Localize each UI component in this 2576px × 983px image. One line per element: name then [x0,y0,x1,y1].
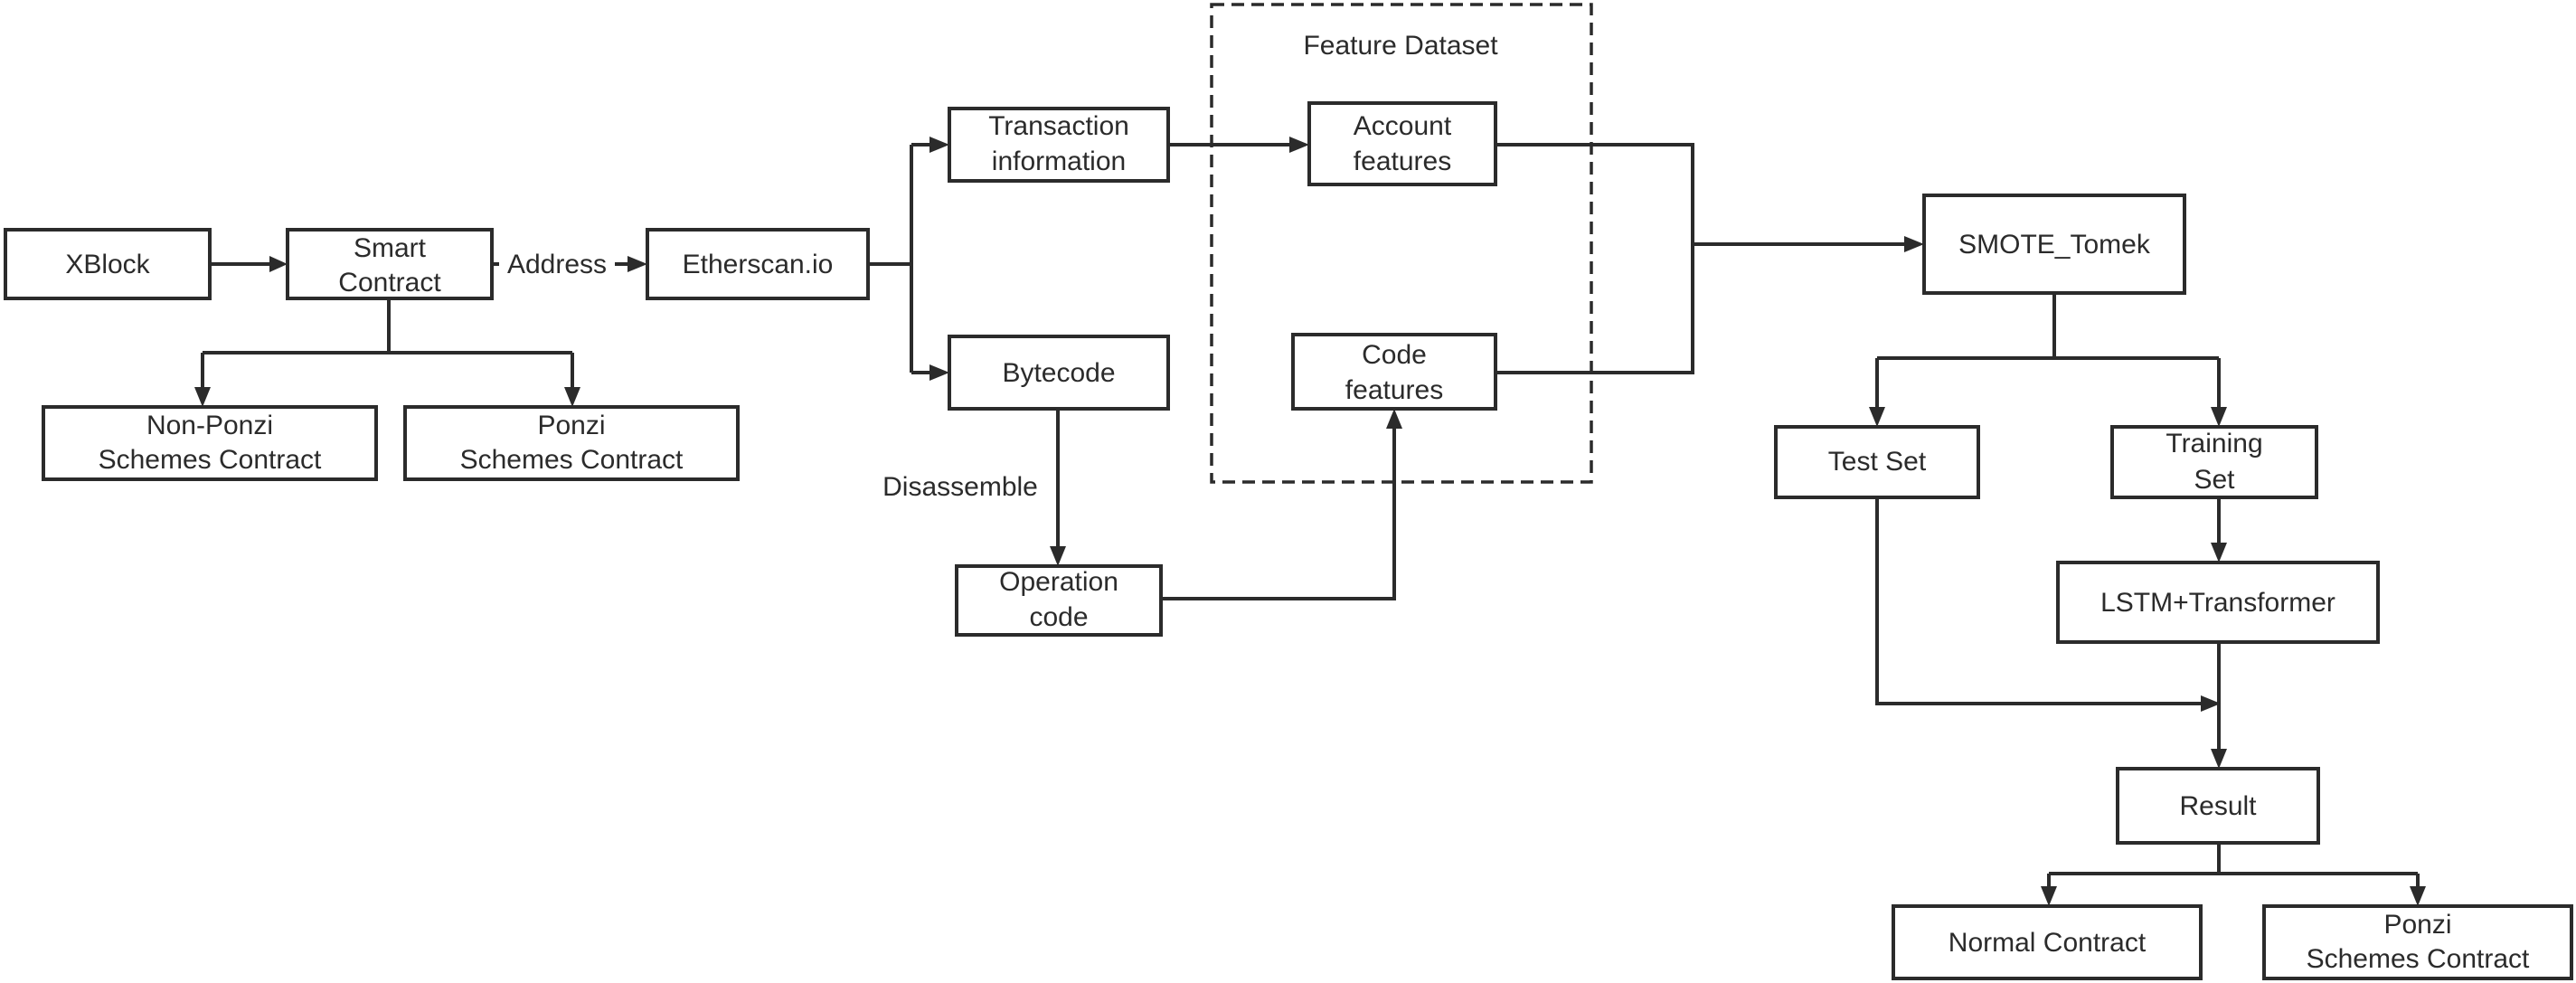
edge-test-set-to-merge [1875,497,2201,705]
svg-text:Schemes Contract: Schemes Contract [460,445,684,475]
edge-label-address: Address [499,246,615,282]
svg-text:Etherscan.io: Etherscan.io [683,250,834,279]
node-code-features: Code features [1291,333,1497,411]
arrowhead-normal-contract [2041,886,2057,906]
svg-text:Bytecode: Bytecode [1002,358,1115,388]
svg-text:Ponzi: Ponzi [2383,910,2451,940]
svg-text:Training: Training [2166,429,2262,458]
edge-opcode-to-code-features [1161,427,1396,600]
svg-text:Account: Account [1354,111,1452,141]
node-smart-contract: Smart Contract [286,228,494,300]
feature-dataset-group: Feature Dataset [1210,3,1593,484]
arrowhead-result [2211,749,2227,769]
edge-label-disassemble: Disassemble [882,472,1038,502]
feature-dataset-title: Feature Dataset [1303,31,1498,61]
arrowhead-smart-contract [269,256,288,272]
edge-label-address-text: Address [507,250,607,279]
node-transaction-information: Transaction information [948,107,1170,183]
node-test-set: Test Set [1774,425,1980,499]
node-xblock: XBlock [4,228,212,300]
feature-dataset-border [1210,3,1593,484]
node-ponzi-contract-left: Ponzi Schemes Contract [403,405,740,481]
arrowhead-test-set [1869,407,1885,427]
edges [194,137,2426,906]
edge-features-merge [1496,143,1904,374]
edge-label-address-bg [499,246,615,282]
svg-text:Result: Result [2179,791,2257,821]
node-etherscan: Etherscan.io [646,228,870,300]
arrowhead-operation-code [1050,546,1066,566]
svg-text:Transaction: Transaction [988,111,1129,141]
node-lstm-transformer: LSTM+Transformer [2056,561,2380,644]
node-ponzi-contract-right: Ponzi Schemes Contract [2262,904,2573,980]
svg-text:Normal Contract: Normal Contract [1949,928,2147,958]
arrowhead-lstm [2211,543,2227,562]
svg-text:Test Set: Test Set [1828,447,1927,477]
svg-text:XBlock: XBlock [65,250,150,279]
edge-smart-contract-split [201,298,574,389]
svg-text:code: code [1029,602,1088,632]
svg-text:information: information [992,147,1126,176]
svg-text:features: features [1354,147,1451,176]
arrowhead-code-features [1386,409,1402,429]
node-bytecode: Bytecode [948,335,1170,411]
arrowhead-non-ponzi [194,387,211,407]
svg-text:SMOTE_Tomek: SMOTE_Tomek [1958,230,2151,260]
node-operation-code: Operation code [955,564,1163,637]
svg-text:Schemes Contract: Schemes Contract [99,445,322,475]
arrowhead-smote [1904,236,1924,252]
arrowhead-transaction-info [929,137,949,153]
arrowhead-ponzi-right [2410,886,2426,906]
node-non-ponzi-contract: Non-Ponzi Schemes Contract [42,405,378,481]
node-result: Result [2116,767,2320,845]
svg-text:Schemes Contract: Schemes Contract [2307,944,2530,974]
node-smote-tomek: SMOTE_Tomek [1922,194,2186,295]
edge-etherscan-split [868,143,931,374]
arrowhead-account-features [1289,137,1309,153]
arrowhead-training-set [2211,407,2227,427]
svg-text:Ponzi: Ponzi [537,411,605,440]
edge-result-split [2047,843,2420,888]
svg-text:features: features [1345,375,1443,405]
arrowhead-etherscan [627,256,647,272]
svg-text:Operation: Operation [999,567,1118,597]
arrowhead-merge [2201,695,2221,712]
node-training-set: Training Set [2110,425,2318,499]
svg-text:LSTM+Transformer: LSTM+Transformer [2100,588,2335,618]
arrowhead-ponzi-left [564,387,580,407]
node-normal-contract: Normal Contract [1892,904,2203,980]
svg-text:Non-Ponzi: Non-Ponzi [146,411,273,440]
edge-label-disassemble-text: Disassemble [882,472,1038,502]
svg-text:Set: Set [2194,465,2235,495]
arrowhead-bytecode [929,364,949,381]
edge-smote-split [1875,293,2221,409]
svg-text:Code: Code [1362,340,1427,370]
svg-text:Smart: Smart [354,233,427,263]
svg-text:Contract: Contract [338,268,441,298]
node-account-features: Account features [1307,101,1497,186]
